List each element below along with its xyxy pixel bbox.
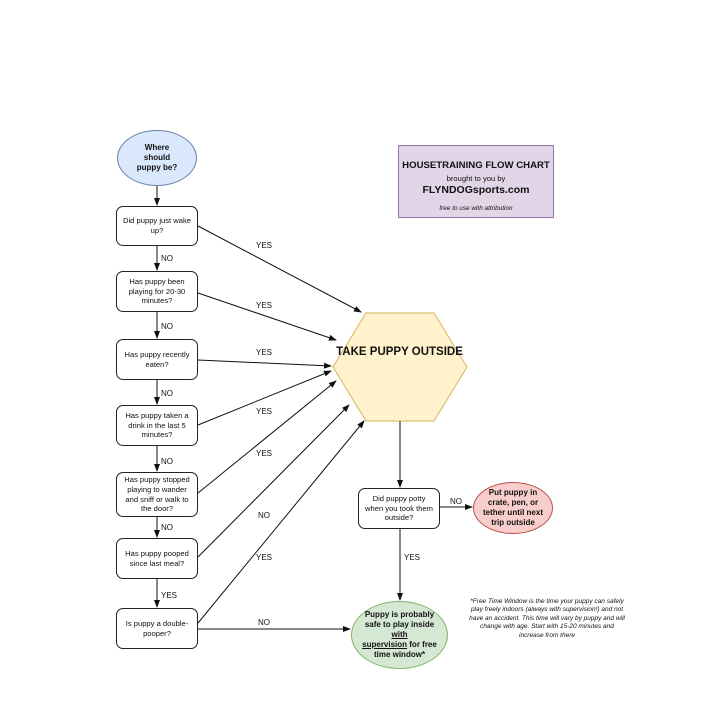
question-double-pooper: Is puppy a double-pooper? — [116, 608, 198, 649]
chart-title: HOUSETRAINING FLOW CHART — [402, 160, 550, 171]
question-potty: Did puppy potty when you took them outsi… — [358, 488, 440, 529]
label-no-drink: NO — [161, 457, 173, 466]
question-wander: Has puppy stopped playing to wander and … — [116, 472, 198, 517]
label-no-potty: NO — [450, 497, 462, 506]
question-eaten: Has puppy recently eaten? — [116, 339, 198, 380]
label-yes-wake: YES — [256, 241, 273, 250]
label-yes-pooped: YES — [161, 591, 178, 600]
take-outside-hexagon — [332, 312, 468, 422]
edge-pooped-no — [197, 404, 350, 558]
edge-play-yes — [197, 292, 337, 341]
edge-double-yes — [197, 420, 365, 624]
safe-to-play-node: Puppy is probably safe to play inside wi… — [351, 601, 448, 669]
chart-subtitle: brought to you by — [446, 174, 506, 183]
edge-drink-yes — [197, 370, 332, 426]
label-no-wake: NO — [161, 254, 173, 263]
label-yes-drink: YES — [256, 407, 273, 416]
label-yes-double: YES — [256, 553, 273, 562]
question-wake: Did puppy just wake up? — [116, 206, 198, 246]
safe-text: Puppy is probably safe to play inside wi… — [362, 610, 437, 659]
label-no-eaten: NO — [161, 389, 173, 398]
safe-with: with — [391, 630, 408, 639]
question-drink: Has puppy taken a drink in the last 5 mi… — [116, 405, 198, 446]
edge-wake-yes — [197, 225, 362, 313]
label-no-play: NO — [161, 322, 173, 331]
label-yes-play: YES — [256, 301, 273, 310]
crate-node: Put puppy in crate, pen, or tether until… — [473, 482, 553, 534]
question-pooped: Has puppy pooped since last meal? — [116, 538, 198, 579]
start-node: Where should puppy be? — [117, 130, 197, 186]
edge-wander-yes — [197, 380, 337, 494]
take-outside-label: TAKE PUPPY OUTSIDE — [336, 346, 463, 358]
safe-supervision: supervision — [362, 640, 408, 649]
label-no-wander: NO — [161, 523, 173, 532]
question-play: Has puppy been playing for 20-30 minutes… — [116, 271, 198, 312]
label-no-double: NO — [258, 618, 270, 627]
label-yes-wander: YES — [256, 449, 273, 458]
free-time-footnote: *Free Time Window is the time your puppy… — [469, 598, 625, 639]
site-name: FLYNDOGsports.com — [422, 184, 530, 196]
edge-eaten-yes — [197, 359, 332, 369]
attribution-note: free to use with attribution — [439, 205, 513, 212]
label-yes-potty: YES — [404, 553, 421, 562]
label-yes-eaten: YES — [256, 348, 273, 357]
label-no-pooped: NO — [258, 511, 270, 520]
title-box: HOUSETRAINING FLOW CHART brought to you … — [398, 145, 554, 218]
